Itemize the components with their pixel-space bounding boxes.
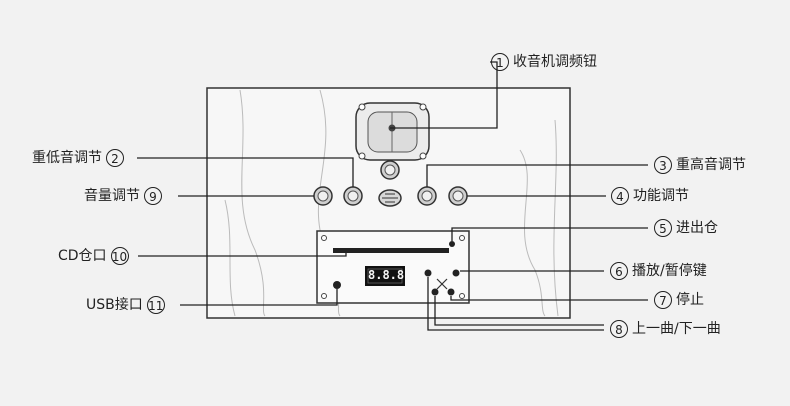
leader-lines bbox=[137, 61, 648, 331]
volume-knob bbox=[313, 186, 333, 206]
bass-knob bbox=[343, 186, 363, 206]
cd-panel bbox=[316, 230, 470, 304]
next-button bbox=[424, 269, 432, 277]
stop-button bbox=[447, 288, 455, 296]
logo-badge bbox=[378, 189, 402, 207]
function-knob bbox=[448, 186, 468, 206]
led-readout: 8.8.8 bbox=[368, 268, 405, 282]
usb-port bbox=[333, 281, 341, 289]
eject-button bbox=[449, 241, 455, 247]
play-button bbox=[452, 269, 460, 277]
cd-slot bbox=[333, 248, 449, 253]
treble-knob bbox=[417, 186, 437, 206]
tuning-knob bbox=[380, 160, 400, 180]
prev-button bbox=[431, 288, 439, 296]
